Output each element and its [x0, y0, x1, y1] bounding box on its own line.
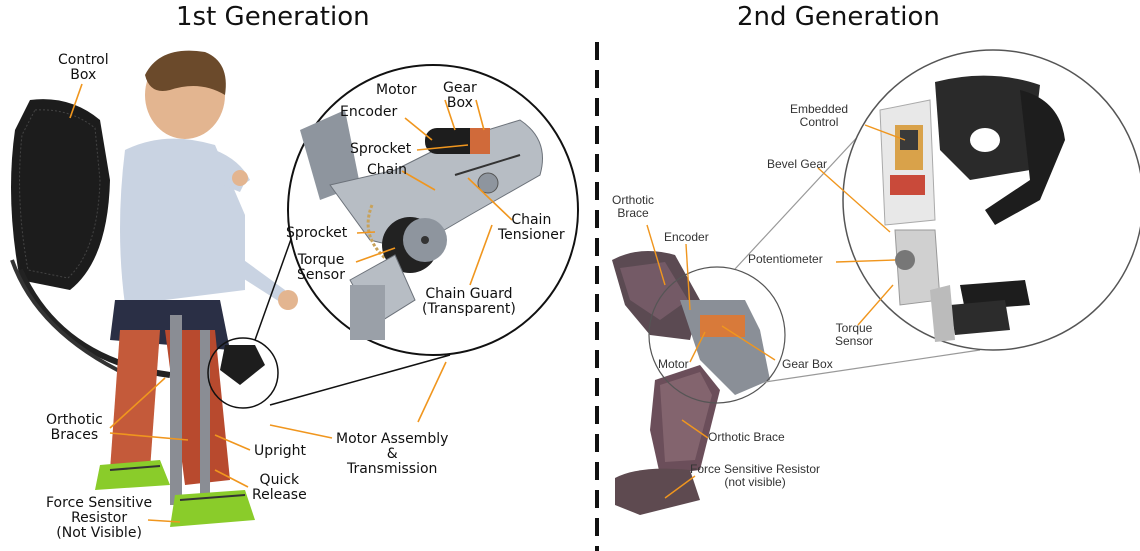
label-line: Resistor	[71, 510, 128, 526]
label-line: (Not Visible)	[56, 525, 142, 541]
label-line: Torque	[835, 321, 873, 335]
label-bevel-gear: Bevel Gear	[767, 157, 828, 171]
label-line: Gear	[443, 80, 477, 96]
label-force-sensitive-resistor: Force Sensitive Resistor (Not Visible)	[46, 496, 152, 541]
label-motor-assembly: Motor Assembly & Transmission	[336, 432, 448, 477]
title-first-generation: 1st Generation	[176, 2, 370, 32]
label-sprocket-left: Sprocket	[286, 225, 348, 241]
label-chain-guard: Chain Guard (Transparent)	[422, 287, 516, 317]
label-control-box: Control Box	[58, 53, 109, 83]
label-line: Motor Assembly	[336, 431, 449, 447]
label-upright: Upright	[254, 443, 307, 459]
label-sprocket-top: Sprocket	[350, 141, 412, 157]
label-quick-release: Quick Release	[252, 473, 307, 503]
label-line: Braces	[50, 427, 99, 443]
gen2-detail-circle-small	[648, 266, 786, 404]
label-torque-sensor: Torque Sensor	[297, 253, 345, 283]
label-embedded-control: Embedded Control	[790, 103, 848, 129]
label-orthotic-braces: Orthotic Braces	[46, 413, 103, 443]
label-line: Embedded	[790, 102, 849, 116]
title-second-generation: 2nd Generation	[737, 2, 940, 32]
label-force-sensitive-resistor-gen2: Force Sensitive Resistor (not visible)	[690, 463, 820, 489]
label-gear-box: Gear Box	[443, 81, 477, 111]
label-line: Box	[446, 95, 473, 111]
gen1-leader-lines	[69, 83, 513, 523]
label-torque-sensor-gen2: Torque Sensor	[835, 322, 873, 348]
label-line: Box	[70, 67, 97, 83]
child-with-exoskeleton-image	[95, 50, 298, 527]
label-line: Release	[252, 487, 307, 503]
label-motor-gen2: Motor	[658, 357, 689, 371]
label-line: (Transparent)	[422, 301, 516, 317]
label-motor: Motor	[376, 82, 417, 98]
label-line: Brace	[617, 206, 649, 220]
label-line: Control	[58, 52, 109, 68]
label-line: Tensioner	[498, 227, 565, 243]
label-orthotic-brace-bottom: Orthotic Brace	[708, 430, 785, 444]
label-gear-box-gen2: Gear Box	[782, 357, 833, 371]
label-chain-tensioner: Chain Tensioner	[498, 213, 565, 243]
label-line: Force Sensitive Resistor	[690, 462, 821, 476]
label-line: Orthotic	[46, 412, 103, 428]
label-encoder-gen2: Encoder	[664, 230, 709, 244]
label-line: Force Sensitive	[46, 495, 153, 511]
label-line: &	[386, 446, 398, 462]
gen2-leader-lines	[646, 124, 906, 499]
label-potentiometer: Potentiometer	[748, 252, 823, 266]
label-line: Control	[799, 115, 839, 129]
label-line: Quick	[259, 472, 300, 488]
label-line: Sensor	[835, 334, 874, 348]
motor-mechanism-zoom	[287, 64, 579, 356]
label-line: Sensor	[297, 267, 345, 283]
label-line: Transmission	[346, 461, 438, 477]
label-encoder: Encoder	[340, 104, 398, 120]
label-line: Chain	[511, 212, 552, 228]
label-line: Chain Guard	[425, 286, 513, 302]
label-line: (not visible)	[724, 475, 786, 489]
gen2-mechanism-zoom	[842, 49, 1140, 351]
label-orthotic-brace-top: Orthotic Brace	[612, 194, 654, 220]
label-line: Orthotic	[612, 193, 655, 207]
label-chain: Chain	[367, 162, 407, 178]
label-line: Torque	[297, 252, 345, 268]
gen2-leg-brace-image	[612, 251, 770, 515]
detail-circle-small	[207, 337, 279, 409]
